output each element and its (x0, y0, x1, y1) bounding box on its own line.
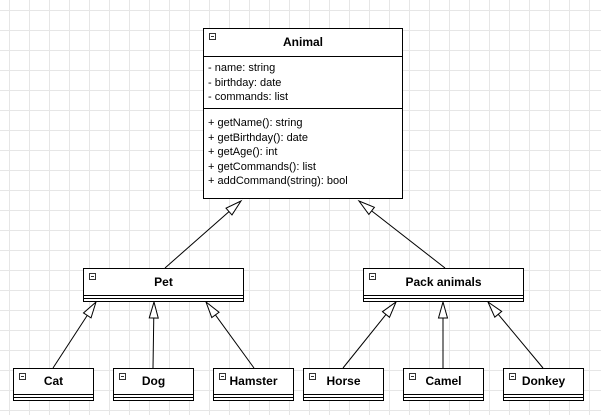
class-header: Hamster (214, 369, 293, 394)
class-header: Donkey (504, 369, 583, 394)
operation-row: + getCommands(): list (208, 160, 316, 173)
collapse-icon[interactable] (89, 273, 96, 280)
operations-section (84, 298, 243, 301)
attributes-section (404, 394, 483, 397)
class-cat[interactable]: Cat (13, 368, 94, 401)
connector-pet-to-animal[interactable] (164, 199, 243, 269)
attribute-row: - birthday: date (208, 76, 282, 89)
class-name: Horse (326, 374, 361, 388)
class-name: Pet (154, 275, 173, 289)
class-donkey[interactable]: Donkey (503, 368, 584, 401)
collapse-icon[interactable] (119, 373, 126, 380)
class-name: Pack animals (405, 275, 482, 289)
connector-camel-to-pack[interactable] (437, 300, 449, 368)
connector-horse-to-pack[interactable] (342, 300, 398, 369)
connector-donkey-to-pack[interactable] (486, 300, 544, 369)
class-name: Camel (425, 374, 462, 388)
connector-line (164, 211, 230, 269)
collapse-icon[interactable] (309, 373, 316, 380)
operation-row: + getAge(): int (208, 146, 278, 158)
connector-pack-to-animal[interactable] (357, 199, 446, 269)
connector-line (152, 317, 155, 369)
operations-section (364, 298, 523, 301)
connector-hamster-to-pet[interactable] (204, 300, 255, 369)
class-header: Animal (204, 29, 402, 56)
operation-row: + addCommand(string): bool (208, 175, 348, 187)
class-name: Dog (141, 374, 166, 388)
connector-line (497, 313, 544, 369)
class-animal[interactable]: Animal - name: string - birthday: date -… (203, 28, 403, 199)
connector-line (342, 314, 387, 369)
class-name: Donkey (521, 374, 566, 388)
class-dog[interactable]: Dog (113, 368, 194, 401)
inheritance-arrowhead-icon (82, 300, 98, 319)
operations-section (304, 397, 383, 400)
operation-row: + getBirthday(): date (208, 131, 308, 144)
connector-cat-to-pet[interactable] (52, 300, 98, 369)
class-header: Cat (14, 369, 93, 394)
class-camel[interactable]: Camel (403, 368, 484, 401)
attribute-row: - name: string (208, 62, 276, 74)
operations-section (404, 397, 483, 400)
class-hamster[interactable]: Hamster (213, 368, 294, 401)
operations-section (14, 397, 93, 400)
inheritance-arrowhead-icon (148, 300, 159, 319)
operation-row: + getName(): string (208, 117, 303, 129)
class-pack-animals[interactable]: Pack animals (363, 268, 524, 302)
connector-dog-to-pet[interactable] (148, 300, 159, 369)
class-header: Camel (404, 369, 483, 394)
attributes-section (214, 394, 293, 397)
connector-line (215, 314, 255, 369)
collapse-icon[interactable] (209, 33, 216, 40)
attribute-row: - commands: list (208, 91, 289, 103)
collapse-icon[interactable] (19, 373, 26, 380)
class-header: Pack animals (364, 269, 523, 295)
inheritance-arrowhead-icon (381, 300, 398, 319)
inheritance-arrowhead-icon (204, 300, 220, 319)
inheritance-arrowhead-icon (486, 300, 503, 318)
attributes-section (304, 394, 383, 397)
collapse-icon[interactable] (369, 273, 376, 280)
class-header: Horse (304, 369, 383, 394)
class-name: Hamster (229, 374, 278, 388)
class-name: Animal (282, 35, 323, 49)
inheritance-arrowhead-icon (225, 199, 243, 216)
connector-line (52, 315, 88, 369)
class-header: Pet (84, 269, 243, 295)
attributes-section (504, 394, 583, 397)
collapse-icon[interactable] (509, 373, 516, 380)
connector-line (371, 210, 446, 269)
class-header: Dog (114, 369, 193, 394)
class-horse[interactable]: Horse (303, 368, 384, 401)
attributes-section (14, 394, 93, 397)
class-pet[interactable]: Pet (83, 268, 244, 302)
inheritance-arrowhead-icon (357, 199, 376, 216)
attributes-section (114, 394, 193, 397)
attributes-section: - name: string - birthday: date - comman… (204, 56, 402, 108)
operations-section (214, 397, 293, 400)
operations-section: + getName(): string + getBirthday(): dat… (204, 108, 402, 189)
inheritance-arrowhead-icon (437, 300, 449, 319)
collapse-icon[interactable] (219, 373, 226, 380)
operations-section (504, 397, 583, 400)
class-name: Cat (43, 374, 64, 388)
operations-section (114, 397, 193, 400)
attributes-section (364, 295, 523, 298)
attributes-section (84, 295, 243, 298)
collapse-icon[interactable] (409, 373, 416, 380)
